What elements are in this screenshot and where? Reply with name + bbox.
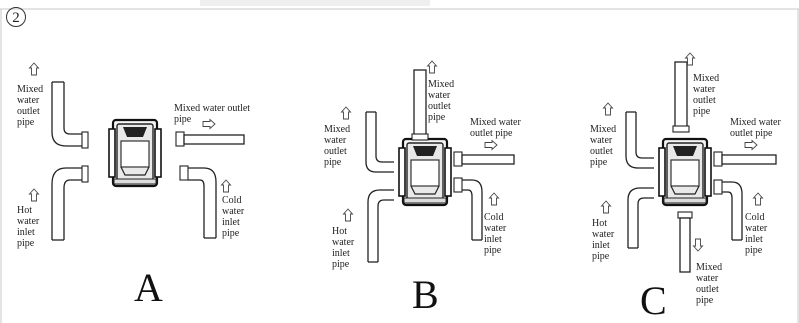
c-label-mixed-water-outlet-right: Mixed water outlet pipe [730,117,781,139]
step-number-badge: 2 [6,7,26,27]
b-label-mixed-water-outlet-top: Mixed water outlet pipe [428,79,455,123]
a-label-cold-water-inlet: Cold water inlet pipe [222,195,245,239]
c-label-mixed-water-outlet-bottom: Mixed water outlet pipe [696,262,723,306]
a-label-hot-water-inlet: Hot water inlet pipe [17,205,40,249]
b-label-hot-water-inlet: Hot water inlet pipe [332,226,355,270]
a-label-mixed-water-outlet-right: Mixed water outlet pipe [174,103,251,125]
a-label-mixed-water-outlet: Mixed water outlet pipe [17,84,44,128]
valve-c-icon [657,137,713,207]
diagram-b [341,60,515,263]
valve-b-icon [397,137,453,207]
b-label-mixed-water-outlet-right: Mixed water outlet pipe [470,117,521,139]
b-label-mixed-water-outlet-left: Mixed water outlet pipe [324,124,351,168]
diagram-a [29,62,245,241]
diagram-a-letter: A [134,265,163,310]
valve-a-icon [107,118,163,188]
diagram-c-letter: C [640,278,667,323]
c-label-cold-water-inlet: Cold water inlet pipe [745,212,768,256]
c-label-mixed-water-outlet-left: Mixed water outlet pipe [590,124,617,168]
diagram-b-letter: B [412,272,439,317]
c-label-hot-water-inlet: Hot water inlet pipe [592,218,615,262]
b-label-cold-water-inlet: Cold water inlet pipe [484,212,507,256]
diagram-c [601,52,777,273]
c-label-mixed-water-outlet-top: Mixed water outlet pipe [693,73,720,117]
